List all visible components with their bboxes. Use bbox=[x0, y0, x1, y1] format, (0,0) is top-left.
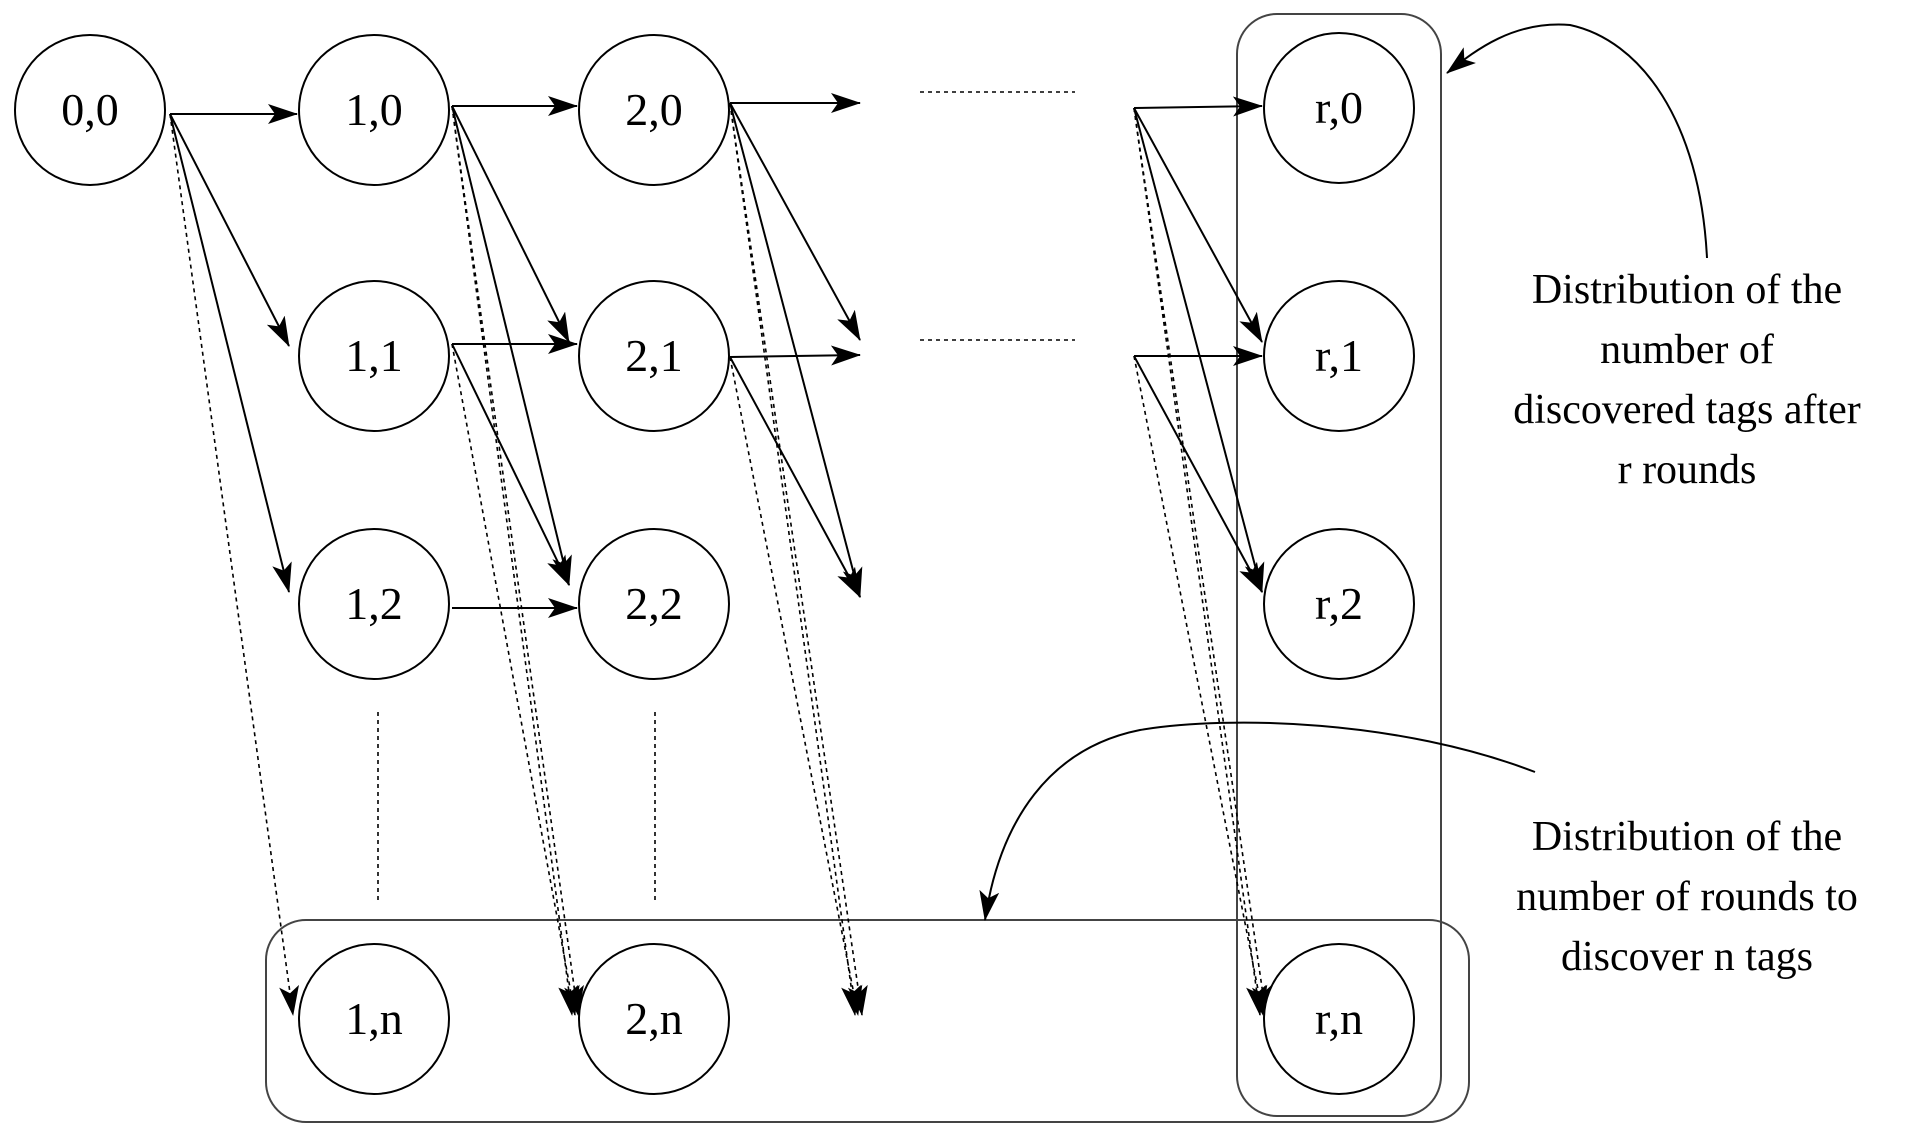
annotation-tags-line-3: discover n tags bbox=[1561, 934, 1813, 980]
edge-in1-rn bbox=[1133, 355, 1268, 1016]
annotation-rounds: Distribution of the number of discovered… bbox=[1513, 267, 1861, 493]
edge-20-out1 bbox=[729, 102, 861, 341]
node-1-1 bbox=[298, 280, 450, 432]
node-r-0 bbox=[1263, 32, 1415, 184]
edge-10-2n-b bbox=[451, 105, 584, 1016]
edge-in0-r2 bbox=[1133, 107, 1265, 593]
node-label-1-0: 1,0 bbox=[345, 84, 403, 135]
annotation-rounds-line-1: Distribution of the bbox=[1532, 267, 1842, 313]
edge-11-22 bbox=[451, 343, 570, 586]
node-label-1-2: 1,2 bbox=[345, 578, 403, 629]
annotation-rounds-line-2: number of bbox=[1600, 327, 1774, 373]
node-r-1 bbox=[1263, 280, 1415, 432]
annotation-arrows bbox=[979, 23, 1708, 921]
node-1-2 bbox=[298, 528, 450, 680]
node-label-0-0: 0,0 bbox=[61, 84, 119, 135]
edge-in0-r1 bbox=[1133, 107, 1263, 343]
ellipsis-lines bbox=[377, 91, 1075, 900]
node-label-2-1: 2,1 bbox=[625, 330, 683, 381]
dotted-transitions bbox=[169, 102, 1272, 1016]
node-r-n bbox=[1263, 943, 1415, 1095]
annotation-rounds-line-4: r rounds bbox=[1618, 447, 1757, 493]
annotation-tags-line-1: Distribution of the bbox=[1532, 814, 1842, 860]
edge-in0-rn-b bbox=[1133, 107, 1272, 1016]
final-round-box bbox=[1236, 13, 1442, 1117]
edge-in0-r0 bbox=[1133, 96, 1263, 117]
node-label-1-1: 1,1 bbox=[345, 330, 403, 381]
edge-00-11 bbox=[169, 113, 290, 347]
edge-21-out2 bbox=[729, 356, 861, 598]
node-label-r-1: r,1 bbox=[1315, 330, 1363, 381]
node-label-2-n: 2,n bbox=[625, 993, 683, 1044]
edge-20-outn-a bbox=[729, 102, 861, 1016]
edge-10-2n-a bbox=[451, 105, 579, 1016]
node-label-r-n: r,n bbox=[1315, 993, 1363, 1044]
pointer-arrow-tags bbox=[979, 721, 1536, 921]
edge-20-outn-b bbox=[729, 102, 868, 1016]
node-2-1 bbox=[578, 280, 730, 432]
node-label-r-0: r,0 bbox=[1315, 82, 1363, 133]
edge-10-22 bbox=[451, 105, 572, 586]
node-label-2-2: 2,2 bbox=[625, 578, 683, 629]
node-label-1-n: 1,n bbox=[345, 993, 403, 1044]
node-1-0 bbox=[298, 34, 450, 186]
solid-transitions bbox=[169, 93, 1265, 618]
node-2-n bbox=[578, 943, 730, 1095]
nodes bbox=[14, 32, 1415, 1095]
edge-00-1n bbox=[169, 113, 299, 1016]
edge-21-out1 bbox=[729, 345, 861, 366]
annotation-tags: Distribution of the number of rounds to … bbox=[1516, 814, 1858, 980]
annotation-tags-line-2: number of rounds to bbox=[1516, 874, 1858, 920]
node-0-0 bbox=[14, 34, 166, 186]
all-tags-discovered-box bbox=[265, 919, 1470, 1123]
node-label-2-0: 2,0 bbox=[625, 84, 683, 135]
edge-10-21 bbox=[451, 105, 570, 343]
edge-in1-r2 bbox=[1133, 355, 1263, 593]
node-r-2 bbox=[1263, 528, 1415, 680]
edge-00-12 bbox=[169, 113, 292, 593]
node-label-r-2: r,2 bbox=[1315, 578, 1363, 629]
annotation-rounds-line-3: discovered tags after bbox=[1513, 387, 1861, 433]
node-2-0 bbox=[578, 34, 730, 186]
node-2-2 bbox=[578, 528, 730, 680]
edge-20-out2 bbox=[729, 102, 863, 598]
node-1-n bbox=[298, 943, 450, 1095]
edge-11-2n bbox=[451, 343, 580, 1016]
pointer-arrow-rounds bbox=[1446, 23, 1708, 259]
edge-21-outn bbox=[729, 356, 863, 1016]
edge-in0-rn-a bbox=[1133, 107, 1266, 1016]
